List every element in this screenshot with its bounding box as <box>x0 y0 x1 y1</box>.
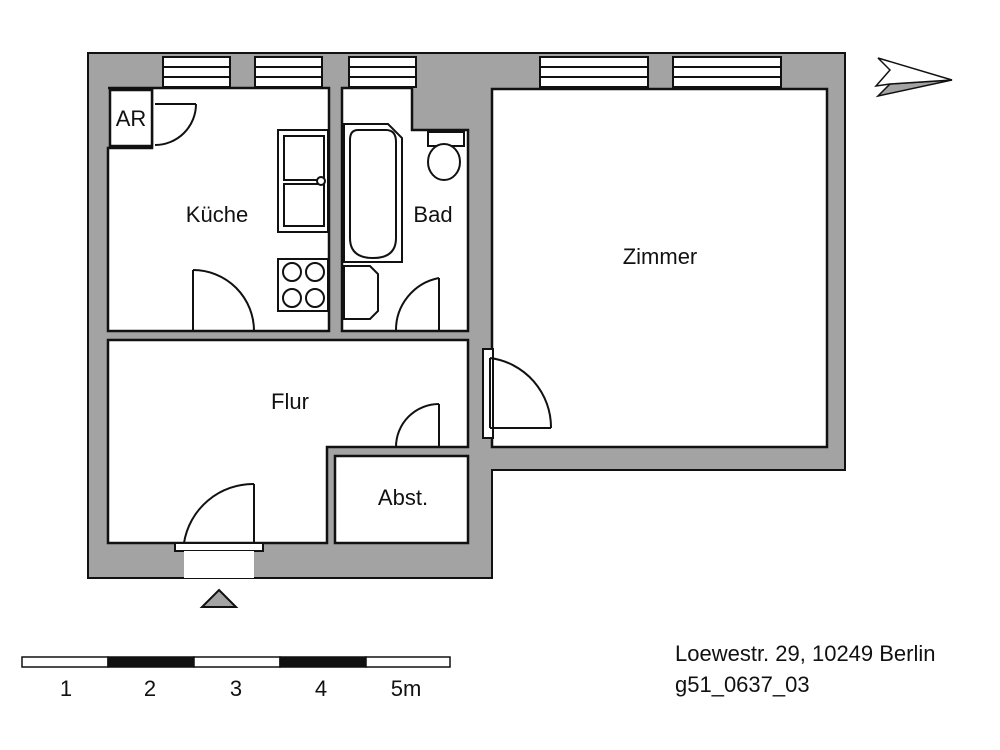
window <box>348 56 417 88</box>
window <box>162 56 231 88</box>
address: Loewestr. 29, 10249 Berlin <box>675 641 936 666</box>
window <box>254 56 323 88</box>
door-bad <box>394 277 440 332</box>
window <box>672 56 782 88</box>
room-label-kueche: Küche <box>186 202 248 227</box>
toilet <box>427 131 465 181</box>
scale-tick-1: 1 <box>60 676 72 701</box>
door-entrance <box>174 482 264 578</box>
scale-bar <box>21 656 451 668</box>
washbasin <box>343 265 379 320</box>
window <box>539 56 649 88</box>
room-label-bad: Bad <box>413 202 452 227</box>
kitchen-sink <box>277 129 329 233</box>
room-label-zimmer: Zimmer <box>623 244 698 269</box>
room-zimmer <box>490 87 829 449</box>
windows <box>162 56 782 88</box>
entrance-marker-icon <box>199 588 239 608</box>
door-abst <box>395 403 440 448</box>
scale-tick-4: 4 <box>315 676 327 701</box>
room-ar <box>108 88 154 148</box>
stove <box>277 258 329 312</box>
bathtub <box>343 123 403 263</box>
room-label-ar: AR <box>116 106 147 131</box>
door-kueche <box>192 269 255 332</box>
scale-tick-2: 2 <box>144 676 156 701</box>
room-flur <box>106 338 470 545</box>
scale-tick-3: 3 <box>230 676 242 701</box>
scale-tick-5m: 5m <box>391 676 422 701</box>
room-label-abst: Abst. <box>378 485 428 510</box>
north-arrow-icon <box>874 57 953 98</box>
room-abst <box>333 454 470 545</box>
door-ar <box>154 103 197 146</box>
door-zimmer <box>482 348 553 439</box>
room-label-flur: Flur <box>271 389 309 414</box>
plan-id: g51_0637_03 <box>675 672 810 697</box>
